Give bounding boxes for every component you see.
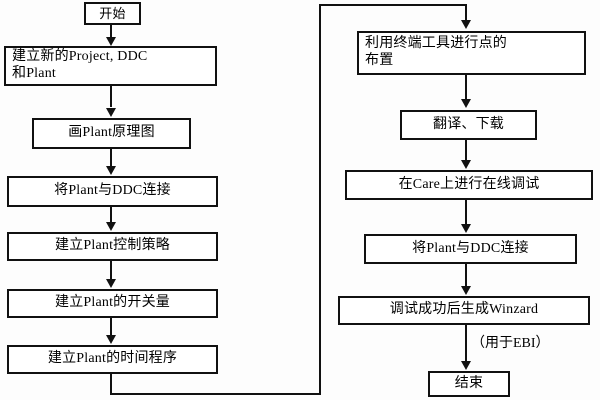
connector-translate-to-debug <box>465 140 467 160</box>
arrowhead-translate-to-debug <box>461 160 471 169</box>
node-end[interactable]: 结束 <box>428 371 510 397</box>
arrowhead-winzard-to-end <box>461 361 471 370</box>
connector-connect-to-strategy <box>110 207 112 222</box>
node-plant-control-strategy[interactable]: 建立Plant控制策略 <box>7 232 218 261</box>
node-plant-digital-points[interactable]: 建立Plant的开关量 <box>7 289 218 318</box>
arrowhead-connect-to-strategy <box>106 222 116 231</box>
arrowhead-digital-to-timeprog <box>106 335 116 344</box>
node-start[interactable]: 开始 <box>84 2 141 25</box>
connector-digital-to-timeprog <box>110 318 112 335</box>
connector-crosslink-bottom-right <box>110 393 321 395</box>
arrowhead-draw-to-connect <box>106 166 116 175</box>
arrowhead-start-to-create <box>106 37 116 46</box>
node-terminal-point-layout[interactable]: 利用终端工具进行点的 布置 <box>357 31 586 75</box>
connector-terminal-to-translate <box>465 75 467 99</box>
node-online-debug-care[interactable]: 在Care上进行在线调试 <box>345 170 593 200</box>
node-connect-plant-ddc-left[interactable]: 将Plant与DDC连接 <box>7 176 218 207</box>
node-plant-time-program[interactable]: 建立Plant的时间程序 <box>7 345 218 374</box>
connector-strategy-to-digital <box>110 261 112 279</box>
node-create-project-ddc-plant[interactable]: 建立新的Project, DDC 和Plant <box>4 46 217 86</box>
arrowhead-terminal-to-translate <box>461 99 471 108</box>
node-generate-winzard[interactable]: 调试成功后生成Winzard <box>338 296 590 325</box>
node-draw-plant-schematic[interactable]: 画Plant原理图 <box>32 118 191 149</box>
connector-winzard-to-end <box>465 325 467 361</box>
arrowhead-debug-to-connect <box>461 224 471 233</box>
arrowhead-strategy-to-digital <box>106 279 116 288</box>
connector-create-to-draw <box>110 86 112 107</box>
node-translate-download[interactable]: 翻译、下载 <box>400 110 537 140</box>
arrowhead-create-to-draw <box>106 108 116 117</box>
annotation-used-for-ebi: （用于EBI） <box>471 336 550 351</box>
connector-debug-to-connect <box>465 200 467 224</box>
arrowhead-connect-to-winzard <box>461 286 471 295</box>
connector-crosslink-up <box>319 4 321 395</box>
connector-start-to-create <box>110 25 112 39</box>
node-connect-plant-ddc-right[interactable]: 将Plant与DDC连接 <box>364 234 577 264</box>
arrowhead-crosslink-into-terminal <box>461 20 471 29</box>
connector-draw-to-connect <box>110 149 112 166</box>
connector-crosslink-top-right <box>319 4 467 6</box>
connector-crosslink-into-terminal <box>465 4 467 20</box>
connector-crosslink-down <box>110 374 112 395</box>
connector-connect-to-winzard <box>465 264 467 286</box>
